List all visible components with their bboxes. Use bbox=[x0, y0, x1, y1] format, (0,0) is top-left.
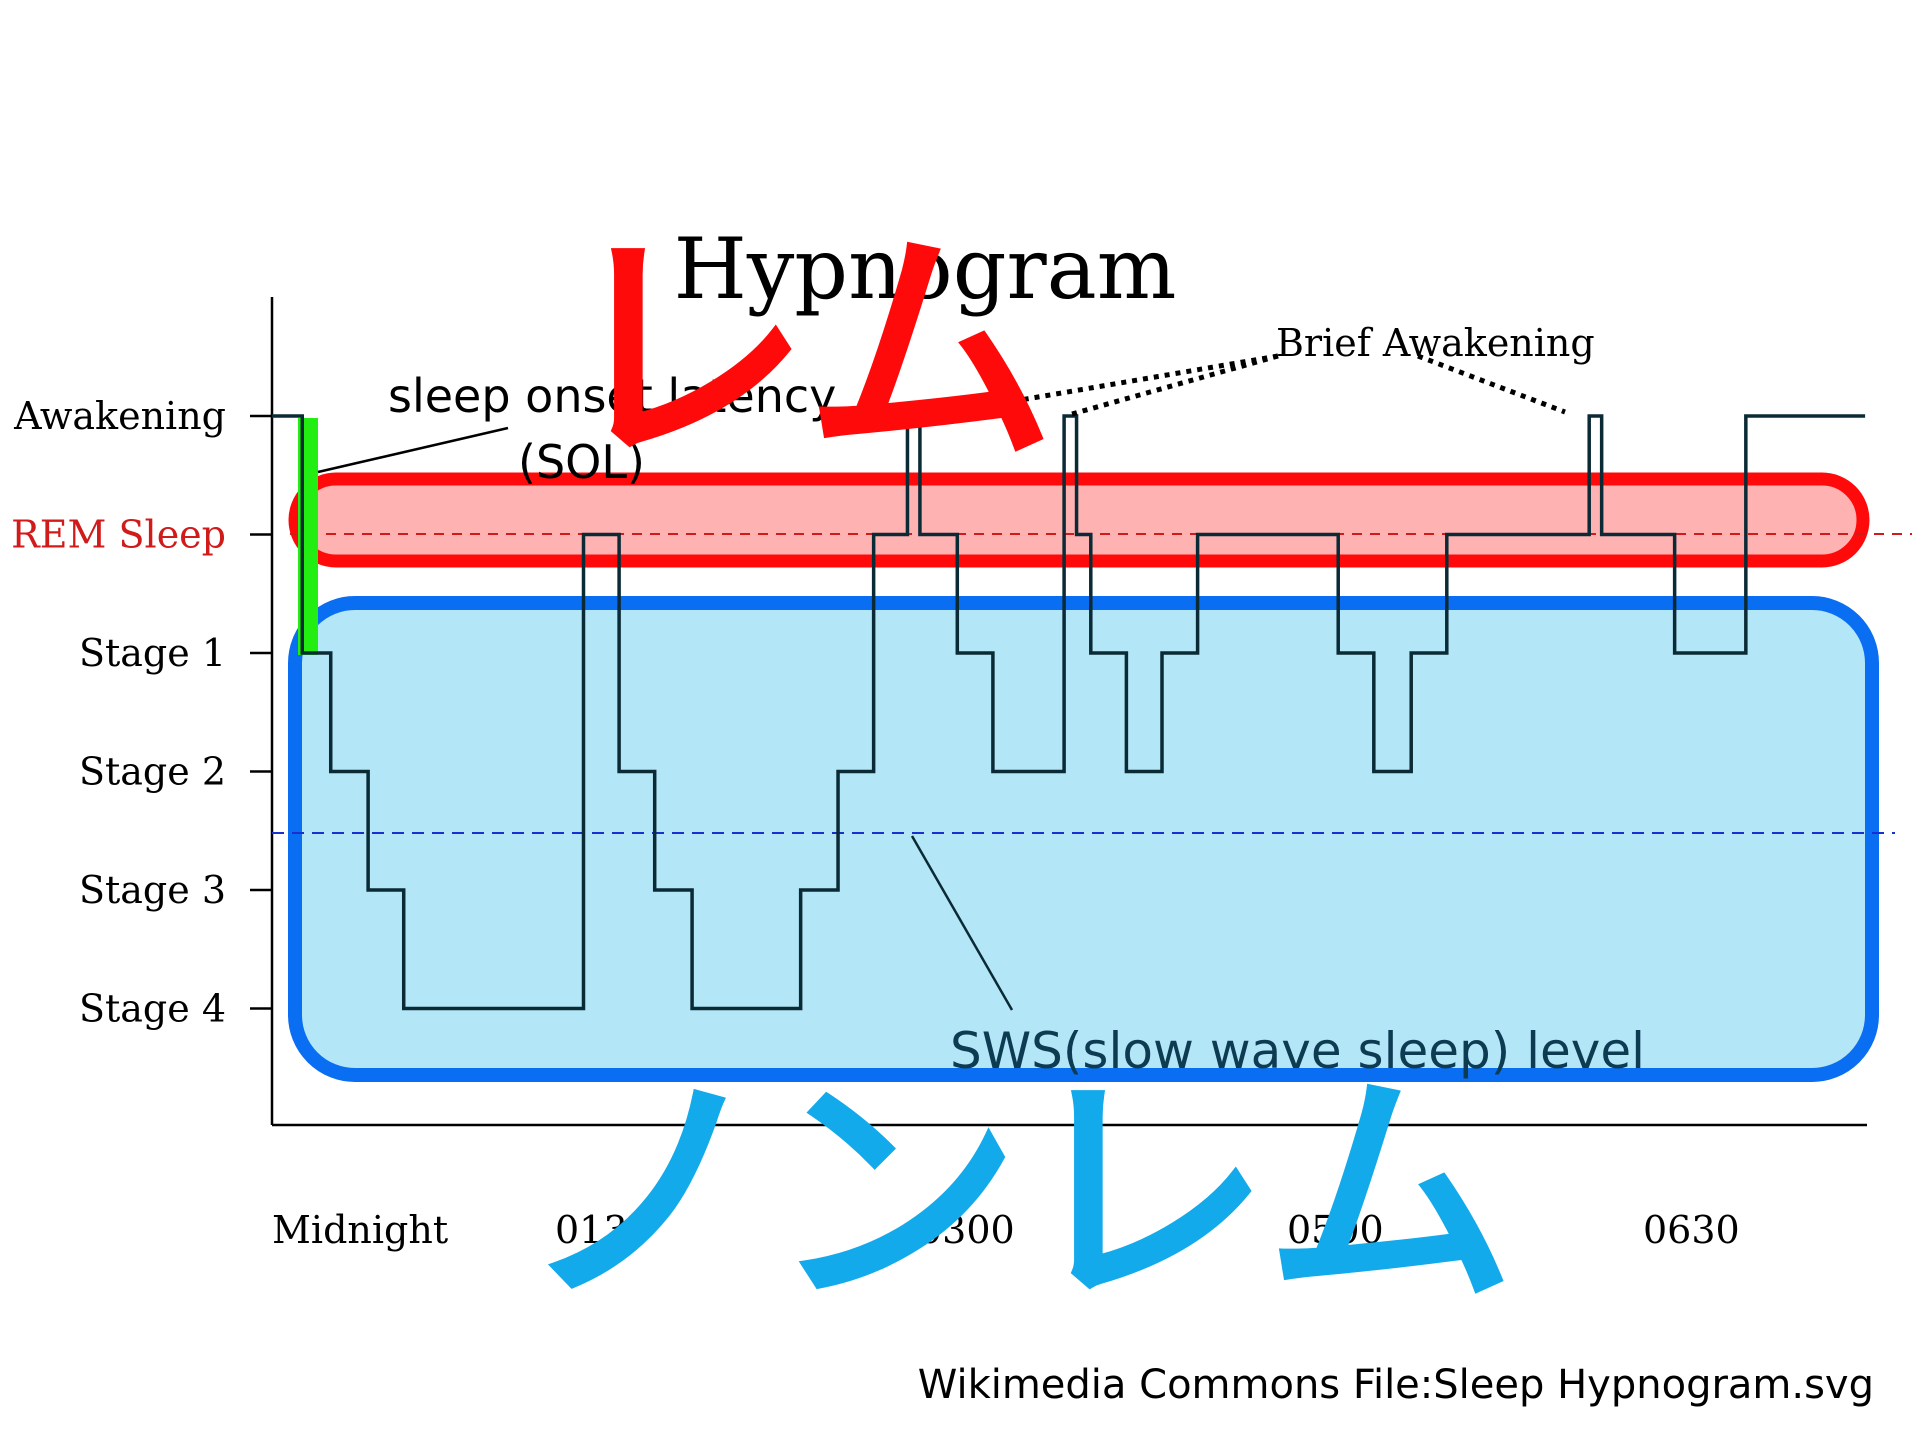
x-tick-label: 0500 bbox=[1287, 1208, 1384, 1252]
brief-awakening-annotation: Brief Awakening bbox=[1276, 321, 1595, 365]
x-labels: Midnight 0130 0300 0500 0630 bbox=[272, 1208, 1740, 1252]
y-tick-label: Stage 4 bbox=[79, 987, 226, 1031]
source-credit: Wikimedia Commons File:Sleep Hypnogram.s… bbox=[917, 1362, 1874, 1408]
rem-band bbox=[288, 472, 1870, 568]
sws-annotation: SWS(slow wave sleep) level bbox=[950, 1022, 1645, 1080]
y-tick-label: Stage 1 bbox=[79, 631, 226, 675]
y-tick-label: REM Sleep bbox=[11, 513, 226, 557]
x-tick-label: 0130 bbox=[555, 1208, 652, 1252]
x-tick-label: 0630 bbox=[1643, 1208, 1740, 1252]
sol-annotation: sleep onset latency (SOL) bbox=[388, 369, 851, 489]
hypnogram-series-line bbox=[272, 414, 1866, 1011]
sws-pointer-line bbox=[910, 835, 1014, 1011]
x-tick-label: 0300 bbox=[918, 1208, 1015, 1252]
chart-title: Hypnogram bbox=[674, 220, 1177, 318]
brief-awakening-pointers bbox=[961, 353, 1566, 417]
nrem-jp-label: ノンレム bbox=[520, 1048, 1515, 1339]
nrem-band bbox=[288, 596, 1879, 1082]
y-tick-label: Awakening bbox=[13, 394, 226, 438]
y-ticks bbox=[250, 414, 272, 1010]
y-tick-label: Stage 3 bbox=[79, 868, 226, 912]
sol-pointer-line bbox=[317, 426, 509, 474]
rem-jp-label: レム bbox=[560, 206, 1055, 497]
x-tick-label: Midnight bbox=[272, 1208, 448, 1252]
y-tick-label: Stage 2 bbox=[79, 750, 226, 794]
